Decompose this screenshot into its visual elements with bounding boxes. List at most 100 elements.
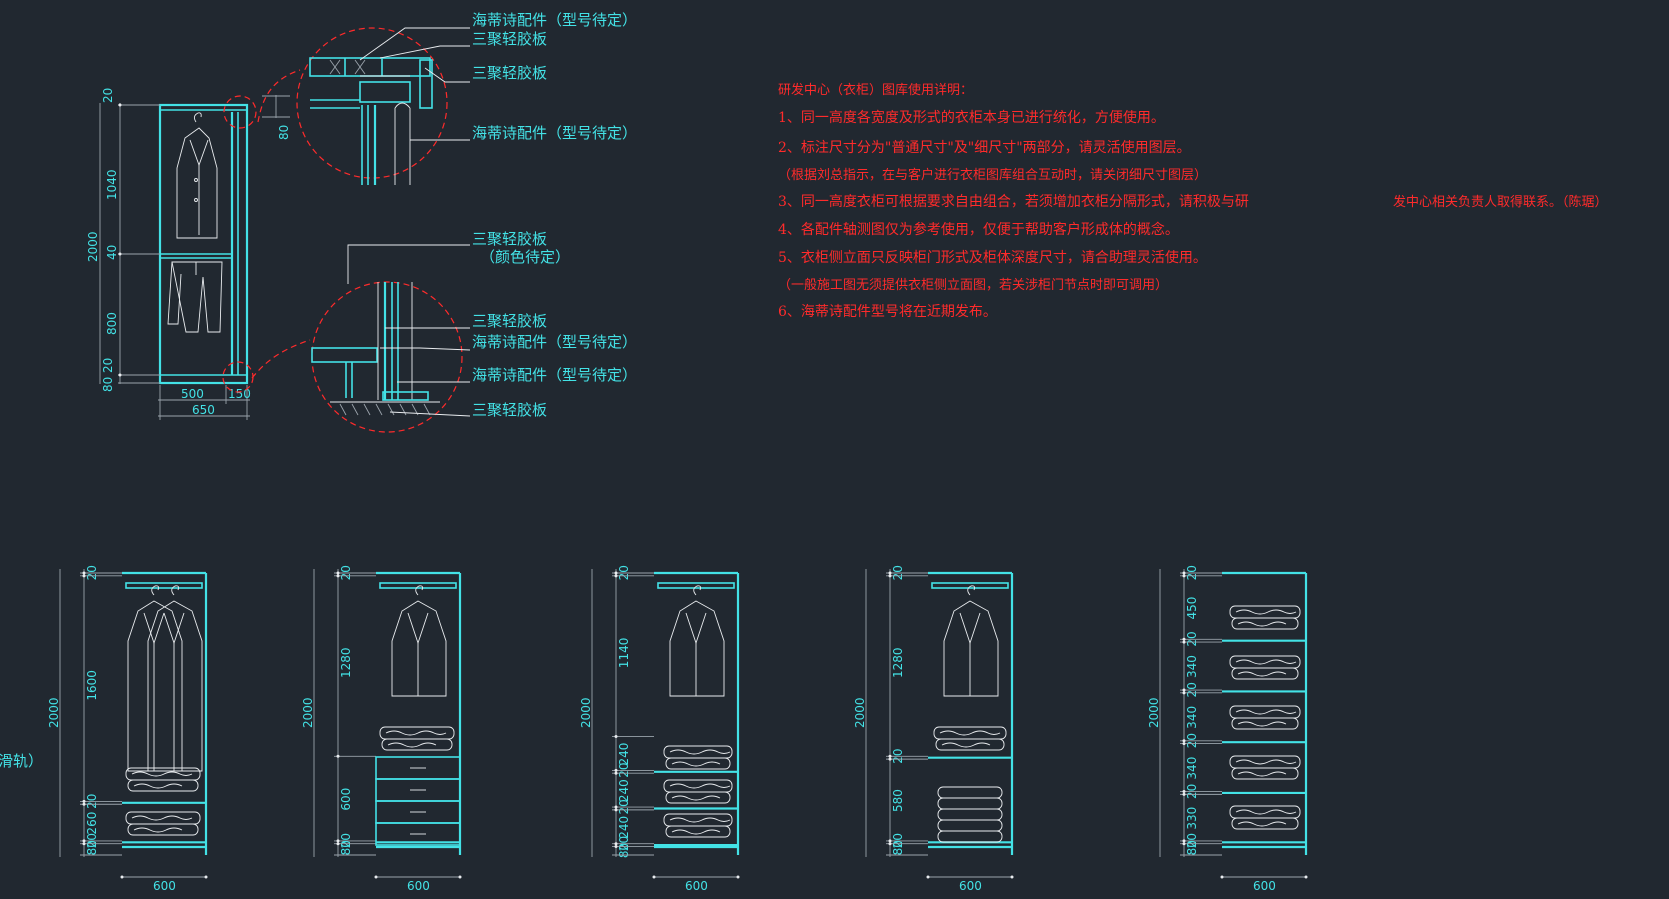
dim-tick <box>1182 842 1186 846</box>
elevation-dim-label: 240 <box>617 743 631 766</box>
stacked-towel <box>937 797 1003 810</box>
elevation-width-dim: 600 <box>153 879 176 893</box>
note-line-3: 3、同一高度衣柜可根据要求自由组合，若须增加衣柜分隔形式，请积极与研 <box>778 193 1249 210</box>
callout-hettich-1: 海蒂诗配件（型号待定） <box>472 11 637 29</box>
leader-top <box>257 69 301 123</box>
stacked-towel <box>937 808 1003 821</box>
detail-top-circle <box>296 27 448 179</box>
elevation-width-dim: 600 <box>407 879 430 893</box>
dim-tick <box>888 571 892 575</box>
dim-top: 20 <box>101 88 115 103</box>
section-horizontal-dims <box>158 385 250 420</box>
hanging-rail <box>379 582 457 589</box>
section-vertical-dims <box>99 103 160 384</box>
trousers-figure <box>167 261 223 333</box>
hanging-rail <box>125 582 203 589</box>
note-line-4: 4、各配件轴测图仅为参考使用，仅便于帮助客户形成体的概念。 <box>778 221 1179 238</box>
dim-tick <box>1182 739 1186 743</box>
elevation-dim-label: 340 <box>1185 655 1199 678</box>
dim-tick <box>82 571 86 575</box>
elevation-dim-label: 330 <box>1185 807 1199 830</box>
elevation-dim-label: 1600 <box>85 670 99 701</box>
dim-tick <box>1182 790 1186 794</box>
elevation-dim-label: 340 <box>1185 757 1199 780</box>
elevation-dim-label: 80 <box>1185 840 1199 855</box>
dim-tick <box>336 754 340 758</box>
elevation-dim-label: 1280 <box>891 648 905 679</box>
width-dim-tick <box>736 875 740 879</box>
note-line-3-tail: 发中心相关负责人取得联系。（陈琚） <box>1393 194 1608 210</box>
dim-tick <box>888 839 892 843</box>
dim-tick <box>82 799 86 803</box>
dim-base: 80 <box>101 377 115 392</box>
dim-depth-total: 650 <box>192 403 215 417</box>
detail-bottom <box>311 281 463 433</box>
dim-tick <box>1182 691 1186 695</box>
dim-tick <box>82 842 86 846</box>
dim-tick <box>82 839 86 843</box>
dim-tick <box>336 839 340 843</box>
elevation-dim-label: 80 <box>891 840 905 855</box>
hanging-rail <box>931 582 1009 589</box>
elevation-dim-label: 240 <box>617 816 631 839</box>
dim-tick <box>1182 640 1186 644</box>
elevation-dim-label: 80 <box>617 843 631 858</box>
callout-melamine-3: 三聚轻胶板 <box>472 230 547 248</box>
elevation-dim-label: 80 <box>85 840 99 855</box>
dim-mid: 40 <box>105 245 119 260</box>
dim-tick <box>1182 574 1186 578</box>
dim-tick <box>614 768 618 772</box>
stacked-towel <box>937 786 1003 799</box>
stacked-towel <box>937 830 1003 843</box>
detail-marker-top <box>223 95 257 129</box>
leader-bottom <box>251 339 311 379</box>
elevation-width-dim: 600 <box>685 879 708 893</box>
dim-bottom-gap: 20 <box>101 358 115 373</box>
coat-figure <box>176 112 218 239</box>
width-dim-tick <box>120 875 124 879</box>
section-cabinet-outline <box>158 103 249 385</box>
dim-tick <box>888 842 892 846</box>
note-line-2: 2、标注尺寸分为"普通尺寸"及"细尺寸"两部分，请灵活使用图层。 <box>778 139 1191 156</box>
width-dim-tick <box>926 875 930 879</box>
dim-tick <box>82 802 86 806</box>
width-dim-tick <box>374 875 378 879</box>
dim-tick <box>1182 688 1186 692</box>
detail-bottom-circle <box>311 281 463 433</box>
elevation-total-dim: 2000 <box>47 697 61 728</box>
hanging-rail <box>657 582 735 589</box>
elevation-dim-label: 240 <box>617 779 631 802</box>
dim-lower: 800 <box>105 312 119 335</box>
elevation-dim-label: 1280 <box>339 648 353 679</box>
elevation-dim-label: 340 <box>1185 706 1199 729</box>
notes-title: 研发中心（衣柜）图库使用详明： <box>778 82 973 98</box>
elevation-total-dim: 2000 <box>301 697 315 728</box>
dim-tick <box>614 771 618 775</box>
elevation-total-dim: 2000 <box>579 697 593 728</box>
dim-upper: 1040 <box>105 169 119 200</box>
drawer <box>375 822 461 846</box>
dim-tick <box>1182 571 1186 575</box>
dim-tick <box>82 574 86 578</box>
callout-hettich-2: 海蒂诗配件（型号待定） <box>472 124 637 142</box>
dim-tick <box>614 842 618 846</box>
usage-notes: 研发中心（衣柜）图库使用详明： 1、同一高度各宽度及形式的衣柜本身已进行统化，方… <box>778 82 1608 320</box>
dim-tick <box>614 571 618 575</box>
detail-top <box>296 27 448 185</box>
dim-tick <box>1182 839 1186 843</box>
left-edge-label: 滑轨） <box>0 752 43 770</box>
note-line-5b: （一般施工图无须提供衣柜侧立面图，若关涉柜门节点时即可调用） <box>778 277 1168 293</box>
elevation-width-dim: 600 <box>959 879 982 893</box>
dim-tick <box>614 574 618 578</box>
dim-tick <box>614 735 618 739</box>
callout-hettich-4: 海蒂诗配件（型号待定） <box>472 366 637 384</box>
dim-tick <box>614 808 618 812</box>
elevation-dim-label: 450 <box>1185 597 1199 620</box>
dim-tick <box>888 754 892 758</box>
